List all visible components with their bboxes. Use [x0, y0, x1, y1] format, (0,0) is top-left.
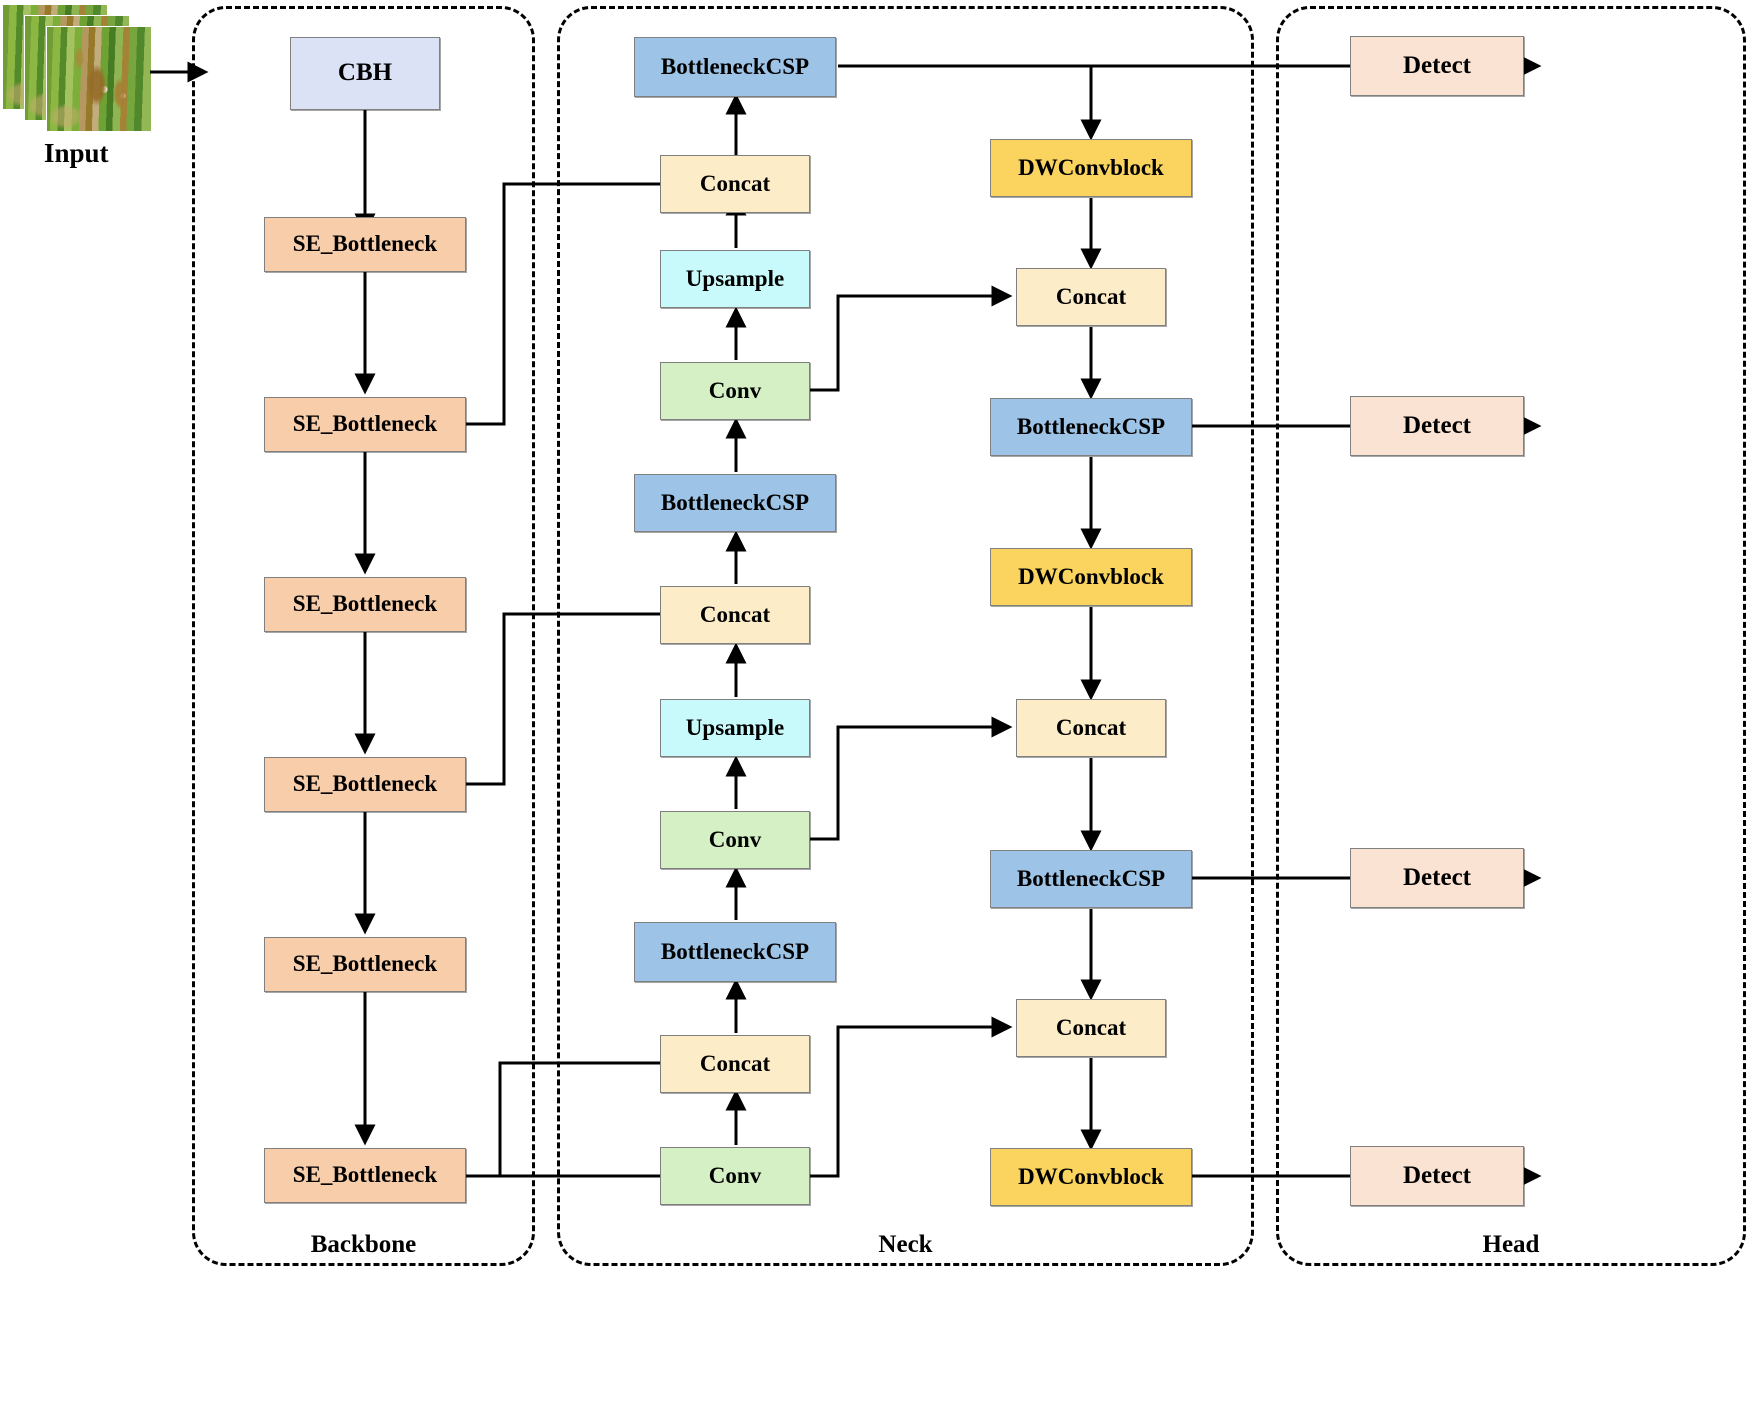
- node-bottleneckcsp-top[interactable]: BottleneckCSP: [634, 37, 836, 97]
- node-dwconvblock-3-label: DWConvblock: [1018, 1163, 1164, 1189]
- node-cbh[interactable]: CBH: [290, 37, 440, 110]
- group-neck-label: Neck: [878, 1231, 933, 1258]
- node-bottleneckcsp-mid[interactable]: BottleneckCSP: [634, 474, 836, 532]
- node-cbh-label: CBH: [337, 59, 393, 87]
- node-bottleneckcsp-right-2[interactable]: BottleneckCSP: [990, 850, 1192, 908]
- group-backbone: [192, 6, 535, 1266]
- node-se-bottleneck-4-label: SE_Bottleneck: [292, 771, 438, 797]
- node-concat-neck-3-label: Concat: [699, 1050, 771, 1076]
- node-upsample-2-label: Upsample: [685, 714, 785, 740]
- node-bottleneckcsp-right-1[interactable]: BottleneckCSP: [990, 398, 1192, 456]
- input-image-stack: [2, 4, 152, 134]
- node-bottleneckcsp-top-label: BottleneckCSP: [660, 53, 810, 79]
- node-dwconvblock-2-label: DWConvblock: [1018, 563, 1164, 589]
- node-detect-3-label: Detect: [1403, 863, 1471, 891]
- node-conv-neck-2-label: Conv: [708, 826, 762, 852]
- node-concat-right-2-label: Concat: [1055, 714, 1127, 740]
- node-se-bottleneck-3[interactable]: SE_Bottleneck: [264, 577, 466, 632]
- node-se-bottleneck-5-label: SE_Bottleneck: [292, 951, 438, 977]
- node-bottleneckcsp-low[interactable]: BottleneckCSP: [634, 922, 836, 982]
- node-concat-neck-1-label: Concat: [699, 170, 771, 196]
- node-se-bottleneck-1-label: SE_Bottleneck: [292, 231, 438, 257]
- node-dwconvblock-3[interactable]: DWConvblock: [990, 1148, 1192, 1206]
- node-detect-3[interactable]: Detect: [1350, 848, 1524, 908]
- node-se-bottleneck-5[interactable]: SE_Bottleneck: [264, 937, 466, 992]
- input-label: Input: [44, 138, 109, 168]
- node-se-bottleneck-4[interactable]: SE_Bottleneck: [264, 757, 466, 812]
- node-conv-neck-3[interactable]: Conv: [660, 1147, 810, 1205]
- node-se-bottleneck-1[interactable]: SE_Bottleneck: [264, 217, 466, 272]
- node-concat-neck-2-label: Concat: [699, 601, 771, 627]
- node-detect-2-label: Detect: [1403, 411, 1471, 439]
- node-dwconvblock-1-label: DWConvblock: [1018, 154, 1164, 180]
- input-image-front: [46, 26, 152, 132]
- group-head: [1276, 6, 1746, 1266]
- node-detect-1[interactable]: Detect: [1350, 36, 1524, 96]
- node-concat-right-1[interactable]: Concat: [1016, 268, 1166, 326]
- node-detect-1-label: Detect: [1403, 51, 1471, 79]
- node-concat-right-3[interactable]: Concat: [1016, 999, 1166, 1057]
- node-conv-neck-1[interactable]: Conv: [660, 362, 810, 420]
- node-bottleneckcsp-mid-label: BottleneckCSP: [660, 489, 810, 515]
- node-concat-right-3-label: Concat: [1055, 1014, 1127, 1040]
- node-detect-4-label: Detect: [1403, 1161, 1471, 1189]
- node-concat-right-1-label: Concat: [1055, 283, 1127, 309]
- node-se-bottleneck-3-label: SE_Bottleneck: [292, 591, 438, 617]
- node-se-bottleneck-2-label: SE_Bottleneck: [292, 411, 438, 437]
- node-detect-2[interactable]: Detect: [1350, 396, 1524, 456]
- node-bottleneckcsp-right-2-label: BottleneckCSP: [1016, 865, 1166, 891]
- node-bottleneckcsp-right-1-label: BottleneckCSP: [1016, 413, 1166, 439]
- node-conv-neck-2[interactable]: Conv: [660, 811, 810, 869]
- group-head-label: Head: [1482, 1231, 1540, 1258]
- node-upsample-1[interactable]: Upsample: [660, 250, 810, 308]
- group-backbone-label: Backbone: [310, 1231, 417, 1258]
- node-upsample-2[interactable]: Upsample: [660, 699, 810, 757]
- node-detect-4[interactable]: Detect: [1350, 1146, 1524, 1206]
- node-concat-right-2[interactable]: Concat: [1016, 699, 1166, 757]
- node-concat-neck-2[interactable]: Concat: [660, 586, 810, 644]
- node-dwconvblock-2[interactable]: DWConvblock: [990, 548, 1192, 606]
- node-concat-neck-1[interactable]: Concat: [660, 155, 810, 213]
- node-se-bottleneck-2[interactable]: SE_Bottleneck: [264, 397, 466, 452]
- node-dwconvblock-1[interactable]: DWConvblock: [990, 139, 1192, 197]
- node-conv-neck-1-label: Conv: [708, 377, 762, 403]
- node-upsample-1-label: Upsample: [685, 265, 785, 291]
- node-conv-neck-3-label: Conv: [708, 1162, 762, 1188]
- node-se-bottleneck-6[interactable]: SE_Bottleneck: [264, 1148, 466, 1203]
- node-bottleneckcsp-low-label: BottleneckCSP: [660, 938, 810, 964]
- node-se-bottleneck-6-label: SE_Bottleneck: [292, 1162, 438, 1188]
- node-concat-neck-3[interactable]: Concat: [660, 1035, 810, 1093]
